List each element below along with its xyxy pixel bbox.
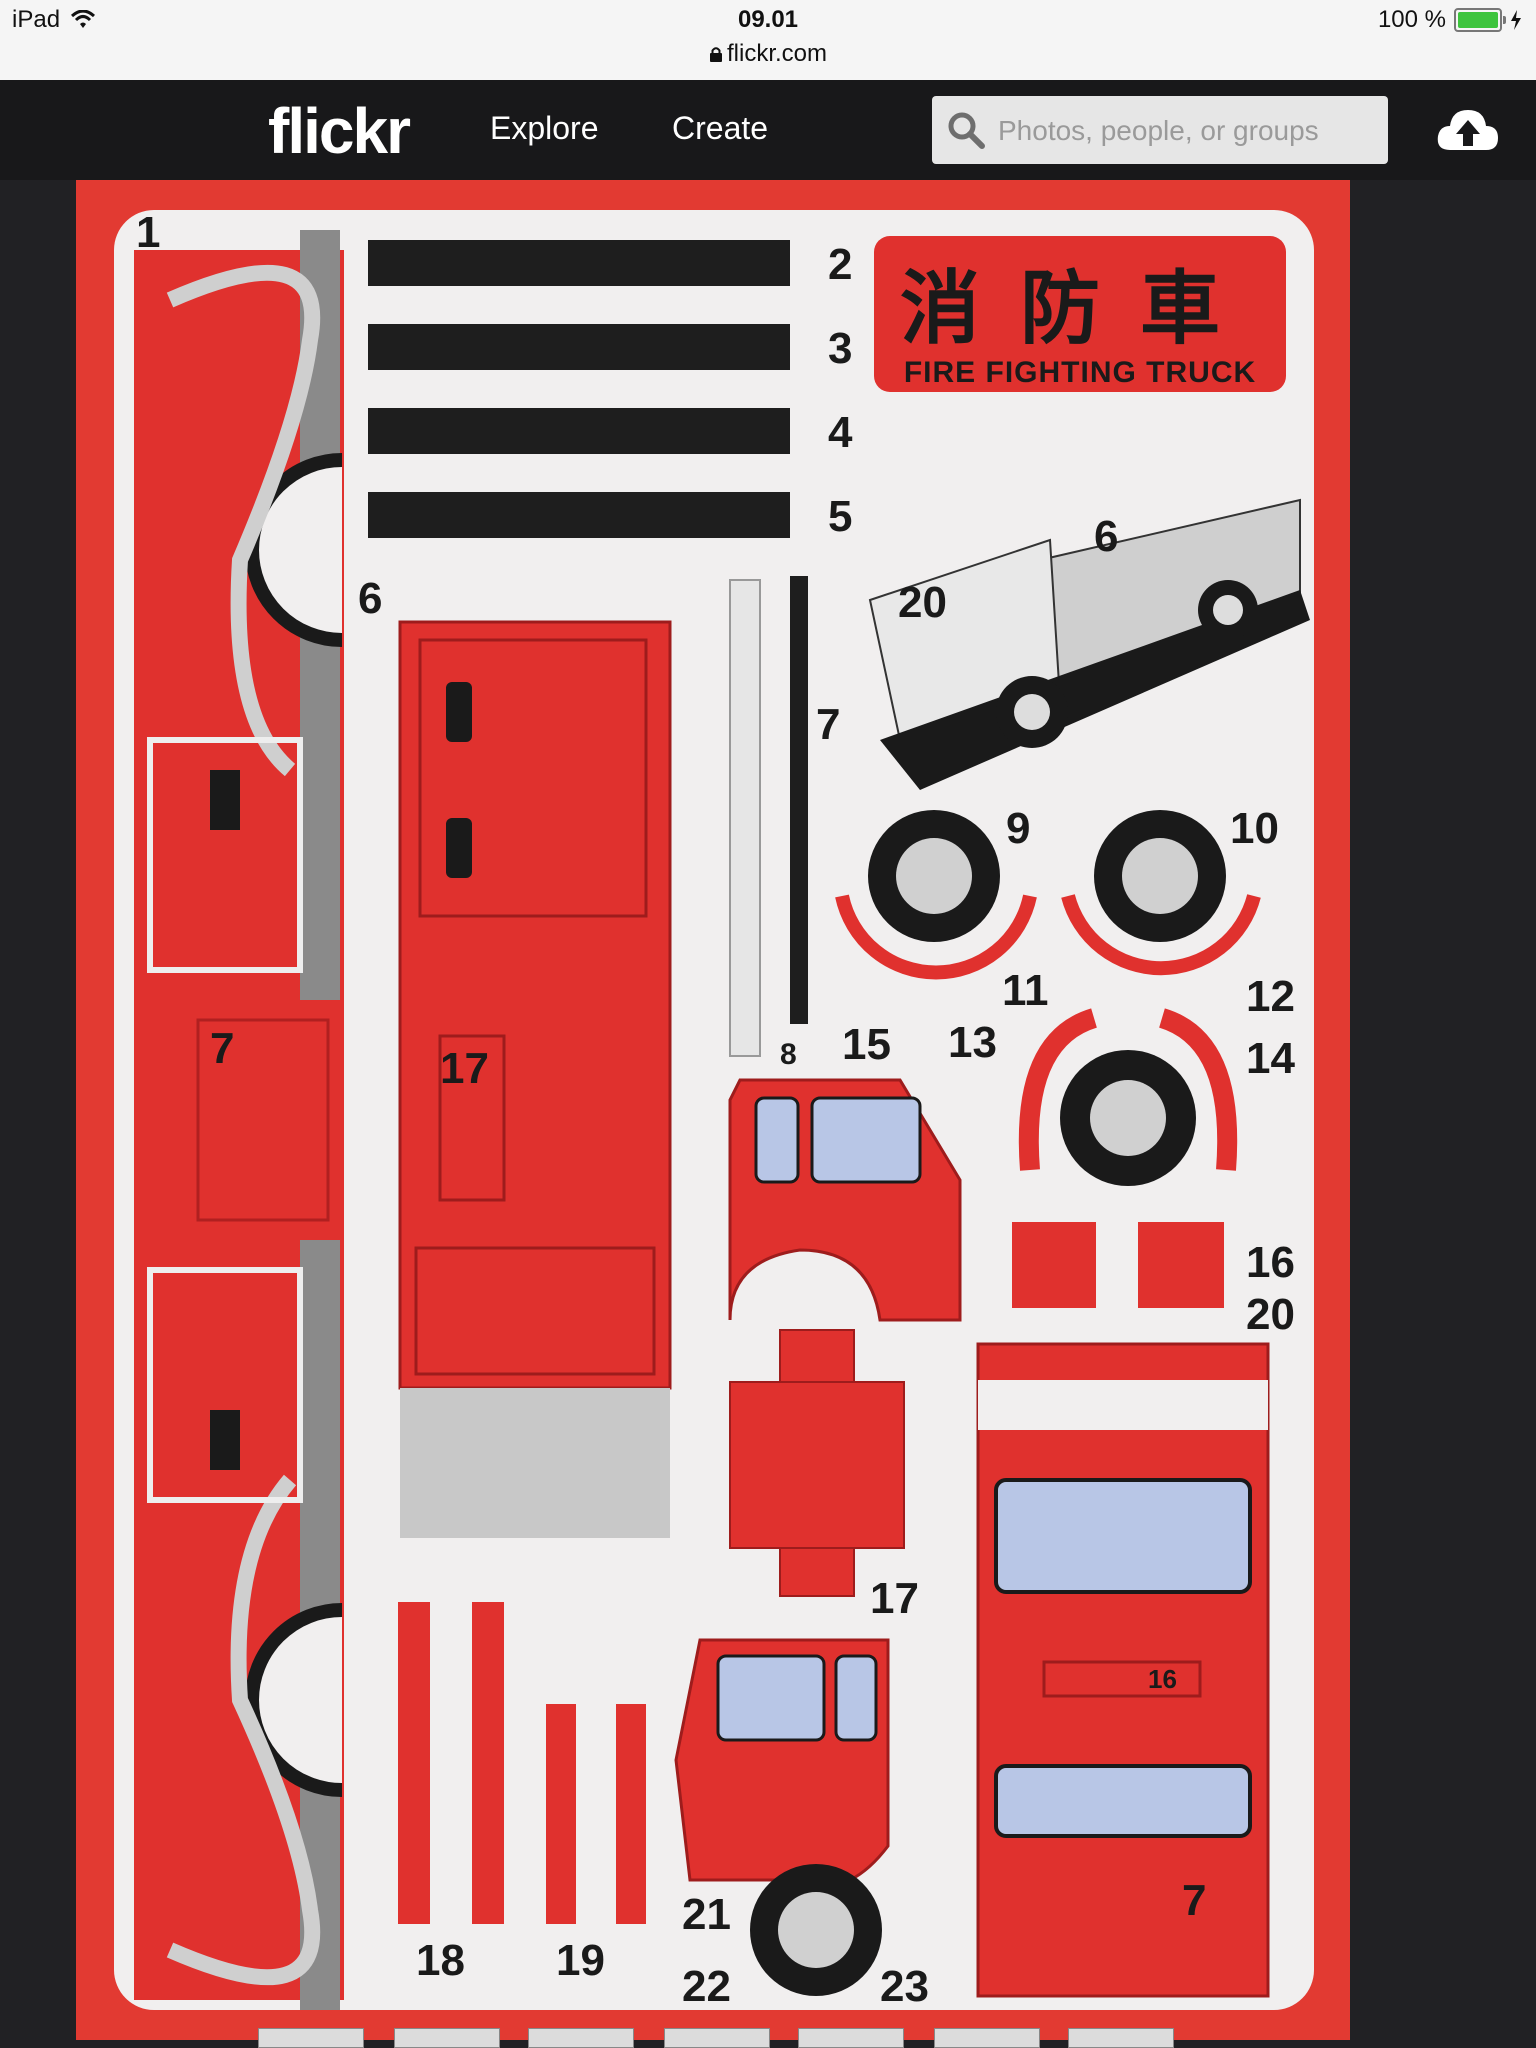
part-17-net — [729, 1329, 905, 1597]
parts-2-5-strips — [368, 240, 790, 538]
nav-create[interactable]: Create — [672, 110, 769, 146]
part-label-6: 6 — [358, 574, 383, 623]
part-7-rod — [790, 576, 808, 1024]
part-label-19: 19 — [556, 1936, 605, 1985]
part-label-18: 18 — [416, 1936, 465, 1985]
clock: 09.01 — [737, 6, 799, 33]
search-input[interactable] — [996, 96, 1380, 166]
thumbnail[interactable] — [664, 2028, 770, 2048]
part-label-15: 15 — [842, 1020, 891, 1069]
part-label-14: 14 — [1246, 1034, 1295, 1083]
thumbnail[interactable] — [258, 2028, 364, 2048]
part-label-11: 11 — [1002, 966, 1049, 1015]
part-label-13: 13 — [948, 1018, 997, 1067]
thumbnail[interactable] — [798, 2028, 904, 2048]
part-label-9: 9 — [1006, 804, 1031, 853]
part-15-cab-side — [728, 1078, 962, 1322]
url-text: flickr.com — [726, 40, 827, 67]
part-label-17: 17 — [440, 1044, 489, 1093]
search-icon — [948, 112, 985, 149]
parts-18-19-strips — [398, 1602, 646, 1924]
part-label-7-front: 7 — [1182, 1876, 1207, 1925]
battery-percent: 100 % — [1377, 6, 1446, 33]
part-label-16: 16 — [1246, 1238, 1295, 1287]
thumbnail[interactable] — [394, 2028, 500, 2048]
part-label-8: 8 — [780, 1038, 797, 1071]
nav-explore[interactable]: Explore — [490, 110, 599, 146]
part-label-20: 20 — [1246, 1290, 1295, 1339]
search-box[interactable] — [932, 96, 1388, 166]
part-label-7-side: 7 — [210, 1024, 235, 1073]
part-1-side-panel — [134, 230, 344, 2010]
device-name: iPad — [12, 6, 61, 33]
upload-cloud-icon[interactable] — [1436, 106, 1500, 154]
lock-icon — [709, 47, 722, 62]
thumbnail[interactable] — [528, 2028, 634, 2048]
status-right: 100 % — [1378, 6, 1522, 34]
part-label-21: 21 — [682, 1890, 731, 1939]
part-label-7: 7 — [816, 700, 841, 749]
status-bar: iPad 09.01 flickr.com 100 % — [0, 0, 1536, 80]
battery-icon — [1454, 8, 1506, 32]
part-6-top-panel — [398, 620, 672, 1538]
thumbnail[interactable] — [1068, 2028, 1174, 2048]
part-label-6-preview: 6 — [1094, 512, 1119, 561]
flickr-navbar: flickr Explore Create — [0, 80, 1536, 180]
part-20-front-panel — [976, 1342, 1270, 1998]
part-label-4: 4 — [828, 408, 853, 457]
part-label-3: 3 — [828, 324, 853, 373]
part-label-17-net: 17 — [870, 1574, 919, 1623]
title-japanese: 消防車 — [900, 262, 1260, 355]
part-21-cab-side — [674, 1638, 890, 1996]
status-left: iPad — [12, 6, 96, 34]
flickr-logo[interactable]: flickr — [268, 95, 411, 167]
charging-icon — [1511, 10, 1521, 30]
thumbnail-strip[interactable] — [0, 2026, 1536, 2048]
part-label-12: 12 — [1246, 972, 1295, 1021]
part-label-2: 2 — [828, 240, 853, 289]
wifi-icon — [71, 10, 96, 28]
url-bar[interactable]: flickr.com — [0, 40, 1536, 68]
part-label-16-front: 16 — [1148, 1664, 1177, 1694]
title-english: FIRE FIGHTING TRUCK — [903, 356, 1257, 389]
part-label-5: 5 — [828, 492, 853, 541]
title-panel: 消防車 FIRE FIGHTING TRUCK — [874, 236, 1286, 392]
part-label-1: 1 — [136, 208, 161, 257]
part-label-23: 23 — [880, 1962, 929, 2011]
thumbnail[interactable] — [934, 2028, 1040, 2048]
part-label-10: 10 — [1230, 804, 1279, 853]
part-label-20-preview: 20 — [898, 578, 947, 627]
part-8-lightbar — [729, 579, 761, 1057]
part-label-22: 22 — [682, 1962, 731, 2011]
truck-3d-preview — [868, 498, 1310, 790]
wheel-parts — [835, 810, 1261, 1186]
